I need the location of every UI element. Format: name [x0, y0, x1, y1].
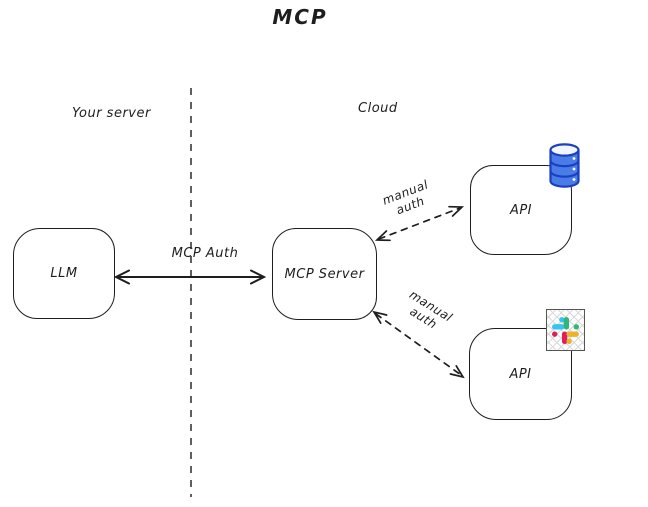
mcpserver-api-slack-arrow	[372, 310, 465, 379]
mcpserver-api-db-arrow	[374, 205, 465, 242]
zone-label-cloud: Cloud	[358, 101, 398, 116]
diagram-title: MCP	[272, 5, 328, 29]
slack-icon-frame	[546, 309, 585, 351]
node-mcp-server-label: MCP Server	[284, 266, 365, 282]
node-api-slack-label: API	[509, 366, 532, 382]
edge-label-mcp-auth: MCP Auth	[171, 246, 239, 261]
node-api-database-label: API	[509, 202, 533, 218]
llm-mcpserver-arrow	[113, 269, 267, 285]
node-llm-label: LLM	[50, 266, 78, 281]
node-llm: LLM	[13, 228, 115, 319]
slack-icon	[552, 316, 579, 344]
zone-label-your-server: Your server	[72, 106, 151, 121]
node-api-slack: API	[469, 328, 572, 420]
database-icon	[549, 143, 580, 188]
node-mcp-server: MCP Server	[272, 228, 377, 320]
